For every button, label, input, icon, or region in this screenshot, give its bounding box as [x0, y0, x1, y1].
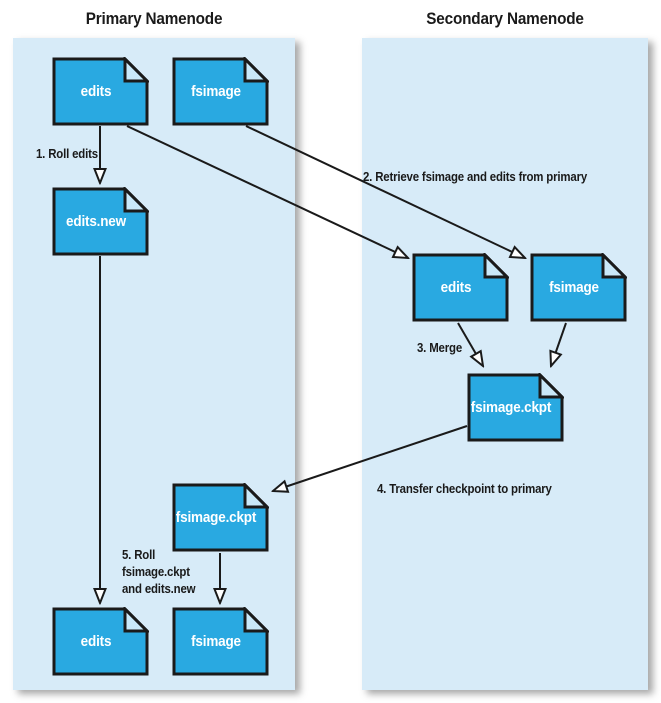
- doc-label: edits: [80, 633, 112, 650]
- step5-roll-label: 5. Roll fsimage.ckpt and edits.new: [122, 546, 196, 597]
- document-icon: [172, 483, 269, 552]
- doc-primary-fsimage-bottom: fsimage: [172, 607, 269, 676]
- step1-roll-edits-label: 1. Roll edits: [36, 146, 98, 161]
- step5-line1: 5. Roll: [122, 547, 156, 562]
- document-icon: [172, 607, 269, 676]
- doc-secondary-fsimage-ckpt: fsimage.ckpt: [467, 373, 564, 442]
- step4-transfer-label: 4. Transfer checkpoint to primary: [377, 481, 552, 496]
- doc-label: edits.new: [66, 213, 126, 230]
- doc-secondary-edits: edits: [412, 253, 509, 322]
- doc-primary-fsimage-top: fsimage: [172, 57, 269, 126]
- doc-label: fsimage: [191, 83, 241, 100]
- primary-namenode-panel: [13, 38, 295, 690]
- doc-primary-edits-top: edits: [52, 57, 149, 126]
- doc-primary-edits-new: edits.new: [52, 187, 149, 256]
- arrow-transfer-checkpoint: [273, 425, 468, 491]
- document-icon: [52, 607, 149, 676]
- document-icon: [52, 57, 149, 126]
- doc-label: edits: [440, 279, 472, 296]
- doc-label: fsimage: [549, 279, 599, 296]
- secondary-namenode-panel: [362, 38, 648, 690]
- doc-label: fsimage.ckpt: [470, 399, 552, 416]
- document-icon: [52, 187, 149, 256]
- document-icon: [412, 253, 509, 322]
- step2-retrieve-label: 2. Retrieve fsimage and edits from prima…: [363, 169, 588, 184]
- step3-merge-label: 3. Merge: [417, 340, 463, 355]
- doc-label: edits: [80, 83, 112, 100]
- document-icon: [172, 57, 269, 126]
- doc-primary-edits-bottom: edits: [52, 607, 149, 676]
- document-icon: [467, 373, 564, 442]
- document-icon: [530, 253, 627, 322]
- step5-line2: fsimage.ckpt: [122, 564, 190, 579]
- step5-line3: and edits.new: [122, 581, 196, 596]
- secondary-namenode-title: Secondary Namenode: [426, 9, 584, 28]
- doc-primary-fsimage-ckpt: fsimage.ckpt: [172, 483, 269, 552]
- primary-namenode-title: Primary Namenode: [85, 9, 223, 28]
- arrow-retrieve-edits: [126, 125, 408, 258]
- doc-label: fsimage.ckpt: [175, 509, 257, 526]
- arrow-merge-fsimage: [551, 322, 567, 366]
- doc-secondary-fsimage: fsimage: [530, 253, 627, 322]
- doc-label: fsimage: [191, 633, 241, 650]
- arrow-retrieve-fsimage: [245, 125, 525, 258]
- arrow-merge-edits: [457, 322, 483, 366]
